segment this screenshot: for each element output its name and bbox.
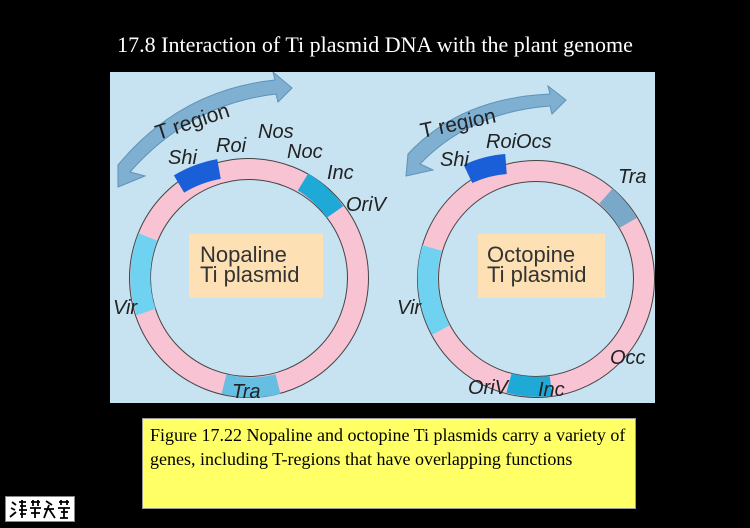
nopaline-label-nos: Nos <box>258 121 294 143</box>
nopaline-region-vir <box>130 233 158 316</box>
octopine-label-tra: Tra <box>618 166 647 188</box>
nopaline-region-tra <box>221 374 281 398</box>
figure-caption: Figure 17.22 Nopaline and octopine Ti pl… <box>142 418 636 509</box>
nopaline-label-tra: Tra <box>232 381 261 403</box>
plasmid-diagram: T region Nopaline Ti plasmid Shi Roi Nos… <box>110 72 655 403</box>
octopine-t-region-arrow <box>405 84 567 177</box>
nopaline-t-region-arrow <box>117 72 293 188</box>
nopaline-label-inc: Inc <box>327 162 354 184</box>
nopaline-name-line1: Nopaline <box>200 242 287 267</box>
octopine-name-line2: Ti plasmid <box>487 262 586 287</box>
octopine-region-oriv <box>506 373 553 397</box>
octopine-region-shi-roi <box>463 154 508 184</box>
nopaline-label-shi: Shi <box>168 147 197 169</box>
octopine-label-occ: Occ <box>610 347 646 369</box>
octopine-label-inc: Inc <box>538 379 565 401</box>
nopaline-name-line2: Ti plasmid <box>200 262 299 287</box>
octopine-label-roi-ocs: RoiOcs <box>486 131 552 153</box>
nopaline-region-shi-roi <box>173 159 222 193</box>
octopine-label-oriv: OriV <box>468 377 510 399</box>
figure-caption-text: Figure 17.22 Nopaline and octopine Ti pl… <box>150 425 626 469</box>
octopine-label-shi: Shi <box>440 149 469 171</box>
slide-title: 17.8 Interaction of Ti plasmid DNA with … <box>117 32 633 57</box>
octopine-name-box <box>478 234 605 298</box>
nopaline-region-inc <box>297 173 344 219</box>
octopine-region-vir <box>417 245 450 335</box>
octopine-name-line1: Octopine <box>487 242 575 267</box>
nopaline-label-noc: Noc <box>287 141 323 163</box>
university-logo-icon <box>5 496 75 522</box>
nopaline-name-box <box>189 234 323 298</box>
nopaline-label-oriv: OriV <box>346 194 388 216</box>
octopine-label-vir: Vir <box>397 297 422 319</box>
nopaline-plasmid: T region Nopaline Ti plasmid Shi Roi Nos… <box>113 72 388 403</box>
octopine-region-tra <box>599 188 637 229</box>
nopaline-label-roi: Roi <box>216 135 247 157</box>
nopaline-label-vir: Vir <box>113 297 138 319</box>
